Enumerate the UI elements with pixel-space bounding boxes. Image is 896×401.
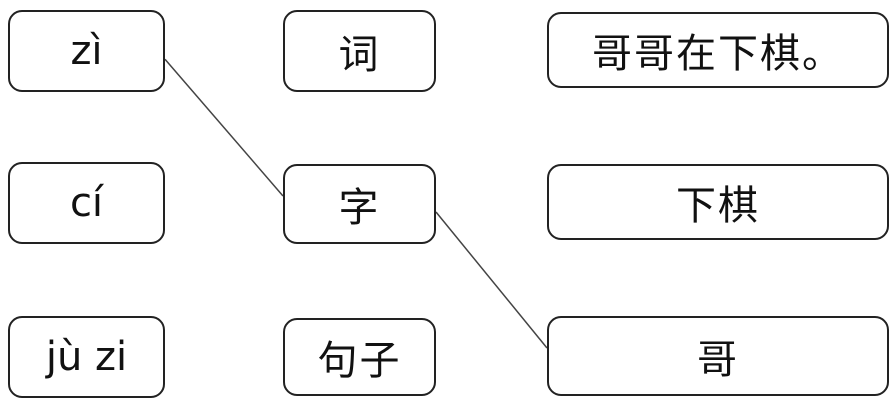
pinyin-box-juzi[interactable]: jù zi — [8, 316, 165, 398]
term-box-sentence[interactable]: 句子 — [283, 318, 436, 396]
example-box-sentence[interactable]: 哥哥在下棋。 — [547, 12, 889, 88]
example-box-single-character[interactable]: 哥 — [547, 316, 889, 396]
connection-line-char-to-ge — [435, 211, 548, 349]
term-box-character[interactable]: 字 — [283, 164, 436, 244]
term-box-word[interactable]: 词 — [283, 10, 436, 92]
connection-line-zi-to-char — [164, 58, 284, 197]
pinyin-box-zi[interactable]: zì — [8, 10, 165, 92]
example-box-phrase[interactable]: 下棋 — [547, 164, 889, 240]
pinyin-box-ci[interactable]: cí — [8, 162, 165, 244]
